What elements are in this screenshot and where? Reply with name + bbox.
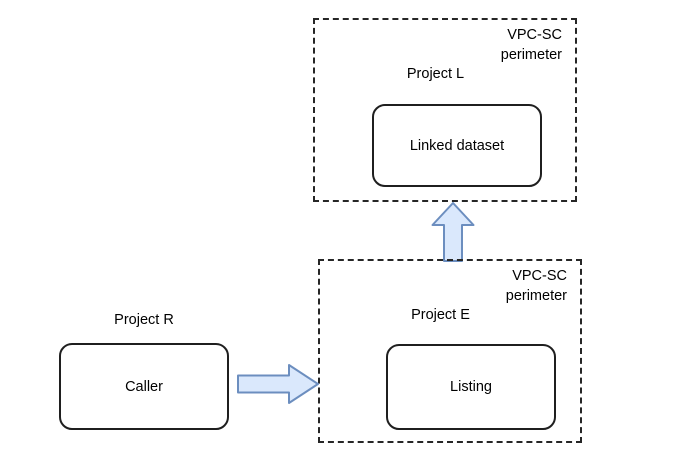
node-linked-dataset-label: Linked dataset [409,137,505,154]
vpc-sc-perimeter-project-e [318,259,582,443]
arrow-caller-to-listing-icon [237,364,319,404]
arrow-listing-to-linked-dataset-icon [431,202,475,262]
node-caller-label: Caller [125,378,163,395]
vpc-sc-perimeter-project-l [313,18,577,202]
perimeter-label-project-l: VPC-SC perimeter [500,27,562,63]
project-label-r: Project R [114,312,174,328]
node-listing-label: Listing [450,379,492,395]
node-listing[interactable]: Listing [386,344,556,430]
perimeter-label-project-e: VPC-SC perimeter [505,268,567,304]
project-label-l: Project L [406,66,465,82]
node-linked-dataset[interactable]: Linked dataset [372,104,542,187]
project-label-e: Project E [411,307,470,323]
node-caller[interactable]: Caller [59,343,229,430]
